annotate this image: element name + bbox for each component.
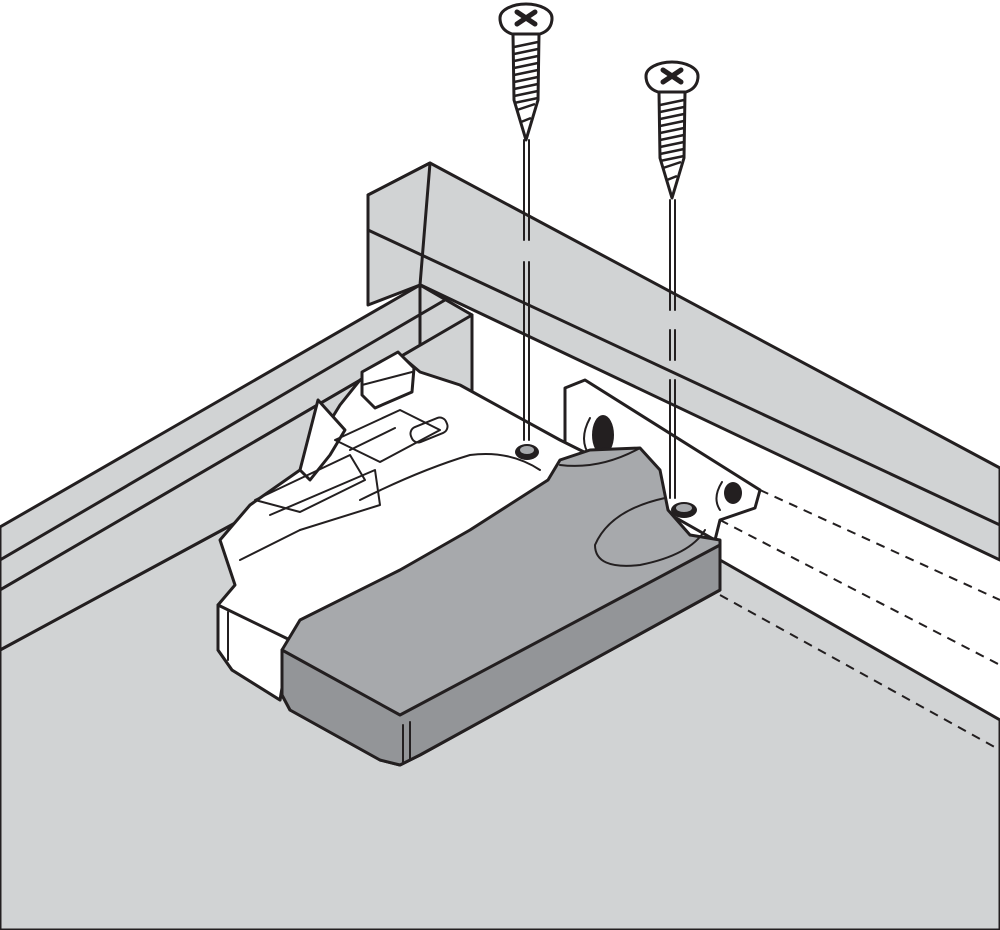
fitting-slot [409, 416, 449, 444]
back-panel-edge-line [366, 228, 1000, 527]
fitting-spring-arm [298, 398, 347, 482]
plate-slot-2 [724, 482, 742, 504]
runner-guide-dashed-line-3 [719, 594, 1000, 751]
screw-guide-line-1 [523, 139, 530, 441]
fitting-cover-cap [280, 446, 722, 767]
screw-icon [498, 2, 554, 142]
plate-slot-1 [592, 415, 614, 455]
screw-icon [644, 60, 700, 200]
runner-guide-dashed-line-2 [719, 519, 1000, 666]
screw-guide-line-2 [669, 199, 676, 499]
cover-oval-recess [594, 497, 706, 567]
runner-guide-dashed-line-1 [759, 489, 1000, 601]
side-panel-edge-line [0, 298, 447, 562]
fitting-front-lip [216, 603, 292, 702]
fitting-clip-tab [360, 350, 416, 410]
